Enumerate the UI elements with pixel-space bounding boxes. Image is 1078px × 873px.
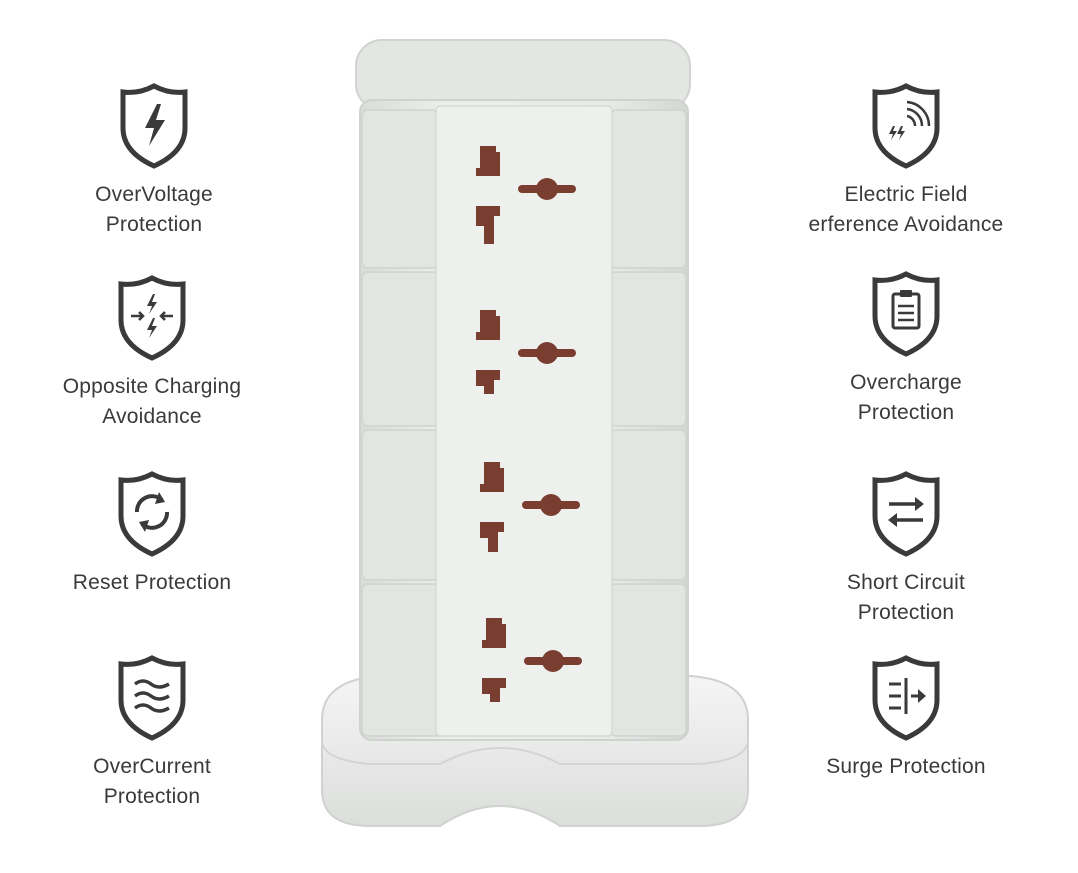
waves-icon [118,655,186,741]
signal-bolt-icon [872,83,940,169]
lightning-bolt-icon [120,83,188,169]
feature-label: Short Circuit Protection [846,571,966,624]
clipboard-icon [872,271,940,357]
lines-arrow-icon [872,655,940,741]
swap-arrows-icon [872,471,940,557]
outlet-sockets [476,146,582,702]
feature-label: Overcharge Protection [850,371,962,424]
feature-label: Surge Protection [826,755,986,778]
feature-overvoltage: OverVoltage Protection [24,82,284,240]
feature-surge: Surge Protection [776,654,1036,782]
feature-opposite-charging: Opposite Charging Avoidance [22,274,282,432]
refresh-arrows-icon [118,471,186,557]
feature-label: Reset Protection [72,571,232,594]
feature-label: OverVoltage Protection [95,183,213,236]
socket-panel [435,105,613,737]
feature-short-circuit: Short Circuit Protection [776,470,1036,628]
opposite-arrows-bolt-icon [118,275,186,361]
feature-electric-field: Electric Field erference Avoidance [776,82,1036,240]
feature-label: Electric Field erference Avoidance [808,183,1004,236]
feature-label: Opposite Charging Avoidance [62,375,242,428]
feature-reset: Reset Protection [22,470,282,598]
feature-overcurrent: OverCurrent Protection [22,654,282,812]
feature-overcharge: Overcharge Protection [776,270,1036,428]
feature-label: OverCurrent Protection [93,755,211,808]
